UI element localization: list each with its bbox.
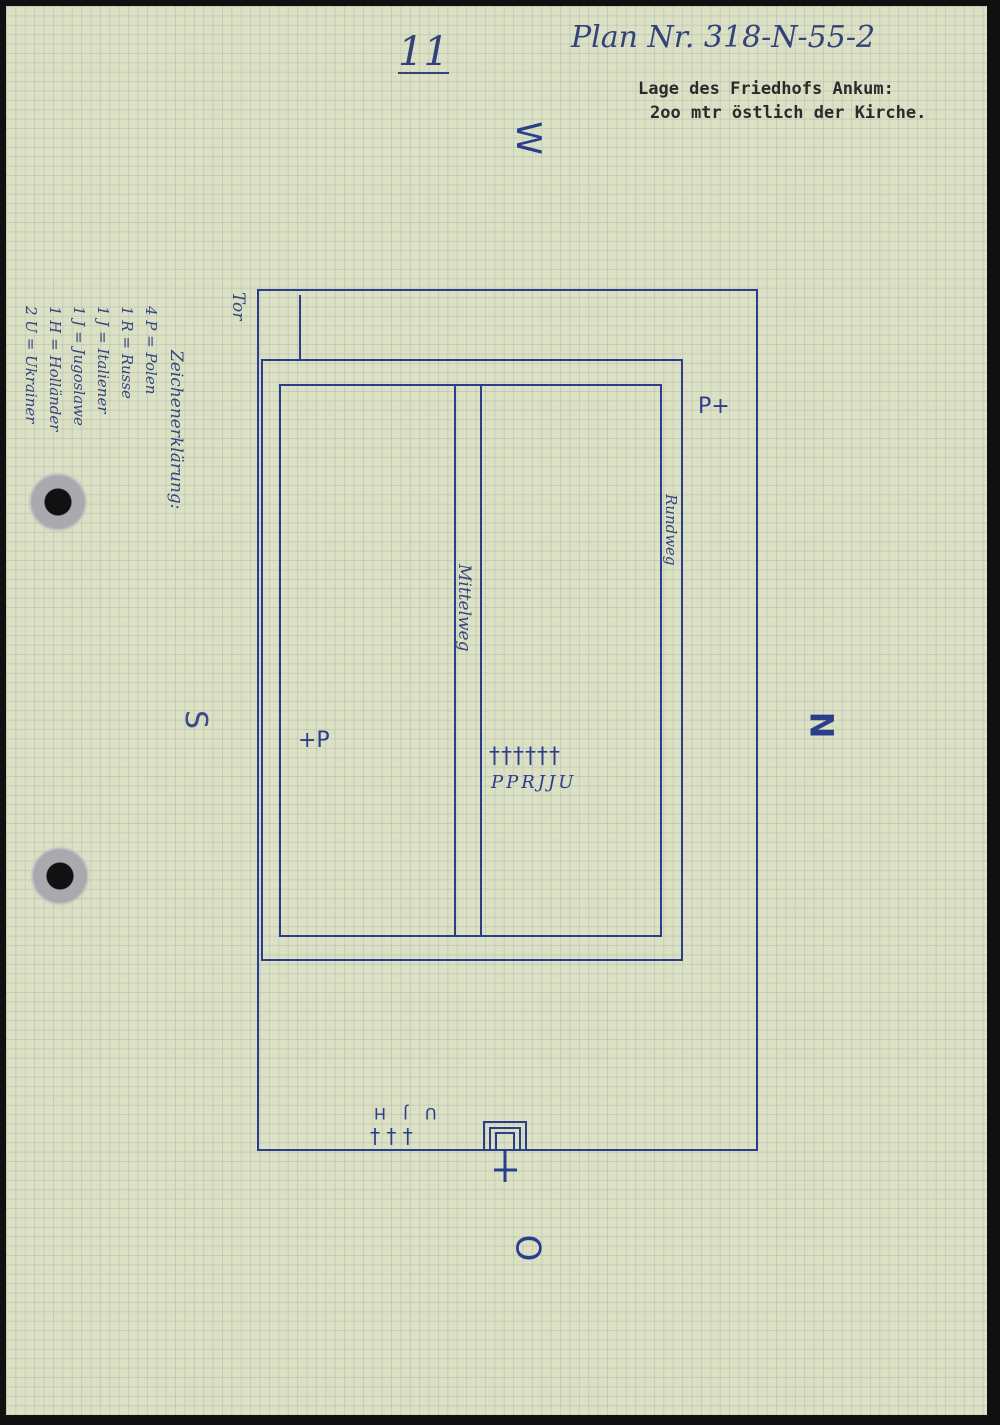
grave-nationalities-center: PPRJJU <box>491 772 577 793</box>
legend: Zeichenerklärung: 4 P = Polen 1 R = Russ… <box>16 296 186 556</box>
plan-sheet: Plan Nr. 318-N-55-2 11 Lage des Friedhof… <box>6 6 987 1415</box>
sheet-number: 11 <box>398 29 449 75</box>
grave-crosses-center: †††††† <box>489 744 561 769</box>
middle-path-label: Mittelweg <box>454 564 474 652</box>
circuit-path-inner <box>279 384 662 937</box>
grave-labels-bottom: U J H <box>368 1104 437 1123</box>
grave-marker-left: +P <box>298 728 330 753</box>
plan-number: Plan Nr. 318-N-55-2 <box>571 20 876 55</box>
punch-hole <box>30 846 90 906</box>
grave-marker-right: P+ <box>698 394 730 419</box>
punch-hole <box>28 472 88 532</box>
gate-label: Tor <box>228 292 248 321</box>
location-line-1: Lage des Friedhofs Ankum: <box>638 79 894 99</box>
circuit-path-label: Rundweg <box>662 494 680 566</box>
grave-crosses-bottom: † † † <box>370 1124 413 1148</box>
circuit-path-outer <box>261 359 683 961</box>
legend-entry: 1 R = Russe <box>118 306 136 399</box>
legend-entry: 2 U = Ukrainer <box>22 306 40 424</box>
legend-entry: 1 J = Jugoslawe <box>70 306 88 426</box>
cemetery-plan <box>257 289 758 1182</box>
legend-entry: 1 H = Holländer <box>46 306 64 432</box>
legend-entry: 4 P = Polen <box>142 306 160 395</box>
memorial-mid <box>489 1127 521 1151</box>
location-line-2: 2oo mtr östlich der Kirche. <box>650 103 927 123</box>
legend-entry: 1 J = Italiener <box>94 306 112 414</box>
memorial-inner <box>495 1132 515 1151</box>
legend-title: Zeichenerklärung: <box>166 350 186 510</box>
